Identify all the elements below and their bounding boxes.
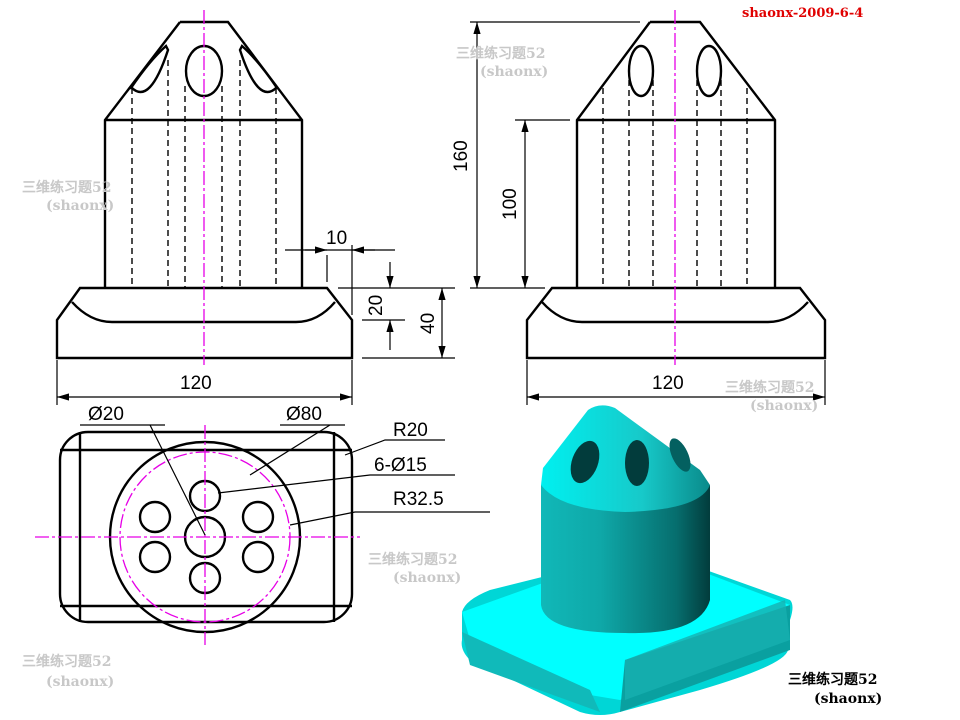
watermark-author: (shaonx) [46,198,114,214]
watermark-author: (shaonx) [393,570,461,586]
watermark-title: 三维练习题52 [725,379,814,396]
watermarks: 三维练习题52 (shaonx) 三维练习题52 (shaonx) 三维练习题5… [22,6,882,707]
watermark-author: (shaonx) [46,674,114,690]
side-view: 160 100 120 [451,10,827,405]
dim-center-hole: Ø20 [88,404,124,425]
dim-corner-radius: R20 [393,420,428,441]
signature: shaonx-2009-6-4 [742,6,863,21]
dim-side-width: 120 [652,373,684,394]
isometric-model [461,405,793,715]
dim-front-width: 120 [180,373,212,394]
dim-total-height: 160 [451,140,472,172]
watermark-title: 三维练习题52 [22,179,111,196]
watermark-author: (shaonx) [480,64,548,80]
dim-base-height: 40 [418,313,439,334]
watermark-title: 三维练习题52 [368,551,457,568]
front-view [55,10,354,365]
model-caption-title: 三维练习题52 [788,671,877,688]
watermark-title: 三维练习题52 [22,653,111,670]
watermark-title: 三维练习题52 [456,45,545,62]
dim-flange-diameter: Ø80 [286,404,322,425]
dim-pitch-radius: R32.5 [393,489,444,510]
dim-cylinder-height: 100 [500,188,521,220]
dim-base-chamfer: 20 [366,295,387,316]
top-view: Ø20 Ø80 R20 6-Ø15 R32.5 [35,404,490,645]
dim-step: 10 [326,228,347,249]
front-dimensions: 120 10 20 40 [56,228,455,405]
model-caption-author: (shaonx) [814,691,882,707]
dim-holes: 6-Ø15 [374,455,427,476]
watermark-author: (shaonx) [750,398,818,414]
